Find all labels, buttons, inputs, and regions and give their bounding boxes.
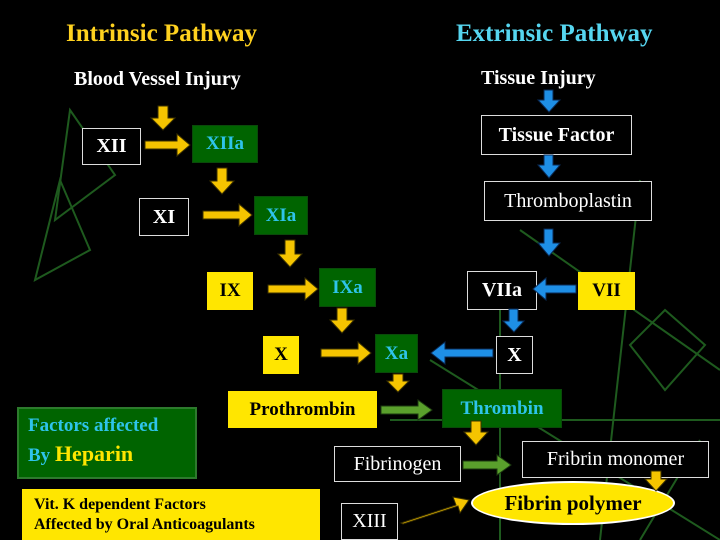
vitamin-k-note: Vit. K dependent Factors Affected by Ora…: [22, 489, 320, 540]
factor-ix-box: IX: [207, 272, 253, 310]
factor-xiia-box: XIIa: [192, 125, 258, 163]
heparin-note: Factors affected By Heparin: [17, 407, 197, 479]
intrinsic-pathway-title: Intrinsic Pathway: [66, 20, 257, 47]
factor-x-left-box: X: [263, 336, 299, 374]
vitamin-k-note-line1: Vit. K dependent Factors: [34, 496, 206, 513]
heparin-note-line2: By Heparin: [28, 440, 195, 470]
fibrin-polymer-ellipse: Fibrin polymer: [471, 481, 675, 525]
thrombin-box: Thrombin: [442, 389, 562, 428]
prothrombin-box: Prothrombin: [228, 391, 377, 428]
factor-xiii-box: XIII: [341, 503, 398, 540]
factor-xi-box: XI: [139, 198, 189, 236]
factor-xii-box: XII: [82, 128, 141, 165]
factor-xia-box: XIa: [254, 196, 308, 235]
tissue-factor-box: Tissue Factor: [481, 115, 632, 155]
heparin-word: Heparin: [54, 441, 134, 466]
factor-xa-box: Xa: [375, 334, 418, 373]
thromboplastin-box: Thromboplastin: [484, 181, 652, 221]
vitamin-k-note-line2: Affected by Oral Anticoagulants: [34, 516, 255, 533]
factor-ixa-box: IXa: [319, 268, 376, 307]
factor-x-right-box: X: [496, 336, 533, 374]
factor-vii-box: VII: [578, 272, 635, 310]
heparin-note-line1: Factors affected: [28, 415, 159, 436]
extrinsic-pathway-title: Extrinsic Pathway: [456, 20, 653, 47]
factor-viia-box: VIIa: [467, 271, 537, 310]
tissue-injury-label: Tissue Injury: [481, 67, 596, 89]
heparin-note-by: By: [28, 445, 51, 466]
fibrinogen-box: Fibrinogen: [334, 446, 461, 482]
blood-vessel-injury-label: Blood Vessel Injury: [74, 68, 241, 90]
fibrin-monomer-box: Fribrin monomer: [522, 441, 709, 478]
